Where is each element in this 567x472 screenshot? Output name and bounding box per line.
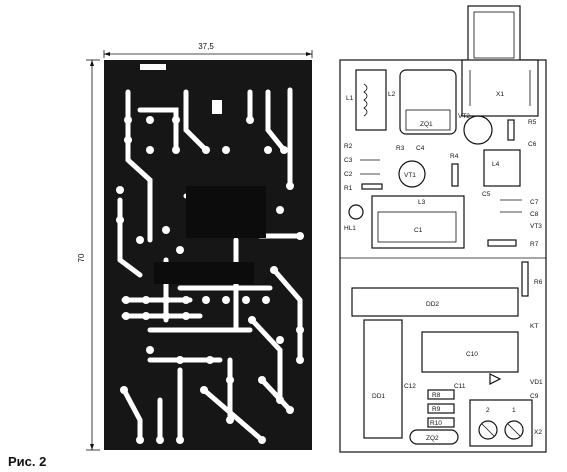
label-r10: R10 [430,420,442,427]
label-r2: R2 [344,143,353,150]
label-hl1: HL1 [344,225,356,232]
coil-l1 [355,69,387,131]
label-l3: L3 [418,199,426,206]
label-vt3: VT3 [530,223,542,230]
label-kt: KT [530,323,538,330]
label-vd1: VD1 [530,379,543,386]
pcb-dimension-height: 70 [77,59,100,451]
coil-l4 [483,149,521,187]
terminal-x2: 2 1 [469,399,533,447]
label-r6: R6 [534,279,543,286]
label-vt1: VT1 [404,172,416,179]
label-terminal-1: 1 [512,407,516,414]
label-c12: C12 [404,383,416,390]
crystal-zq2 [409,429,459,445]
label-zq2: ZQ2 [426,435,439,442]
capacitor-c1 [377,211,457,243]
label-terminal-2: 2 [486,407,490,414]
label-c3: C3 [344,157,353,164]
label-c11: C11 [454,383,466,390]
pcb-tracks [117,87,303,443]
transistor-vt2 [463,115,493,145]
label-r3: R3 [396,145,405,152]
label-c5: C5 [482,191,491,198]
label-dd1: DD1 [372,393,385,400]
label-vt2: VT2 [458,113,470,120]
label-x2: X2 [534,429,542,436]
label-r7: R7 [530,241,539,248]
label-r8: R8 [432,392,441,399]
component-board: X1 L1 L2 ZQ1 VT2 R5 C6 R2 C3 C2 R1 R3 C4… [339,5,547,453]
pcb-board [104,60,312,450]
led-hl1 [348,204,364,220]
label-c2: C2 [344,171,353,178]
pcb-pads [116,64,304,444]
pcb-dimension-width: 37,5 [103,42,313,58]
label-l2: L2 [388,91,396,98]
label-l1: L1 [346,95,354,102]
label-c9: C9 [530,393,539,400]
dim-height-label: 70 [77,253,86,262]
label-l4: L4 [492,161,500,168]
label-x1: X1 [496,91,504,98]
connector-x1: X1 [461,5,539,117]
label-c8: C8 [530,211,539,218]
label-c1: C1 [414,227,423,234]
label-dd2: DD2 [426,301,439,308]
transistor-vt1 [398,160,426,188]
label-r4: R4 [450,153,459,160]
dim-width-label: 37,5 [198,42,214,51]
label-r1: R1 [344,185,353,192]
label-r9: R9 [432,406,441,413]
figure-caption: Рис. 2 [8,454,46,469]
crystal-zq1 [399,69,457,135]
chip-dd1 [363,319,403,439]
chip-dd2 [351,287,519,317]
label-c7: C7 [530,199,539,206]
label-c6: C6 [528,141,537,148]
label-c10: C10 [466,351,478,358]
label-r5: R5 [528,119,537,126]
label-c4: C4 [416,145,425,152]
label-zq1: ZQ1 [420,121,433,128]
capacitor-c10 [421,331,519,373]
